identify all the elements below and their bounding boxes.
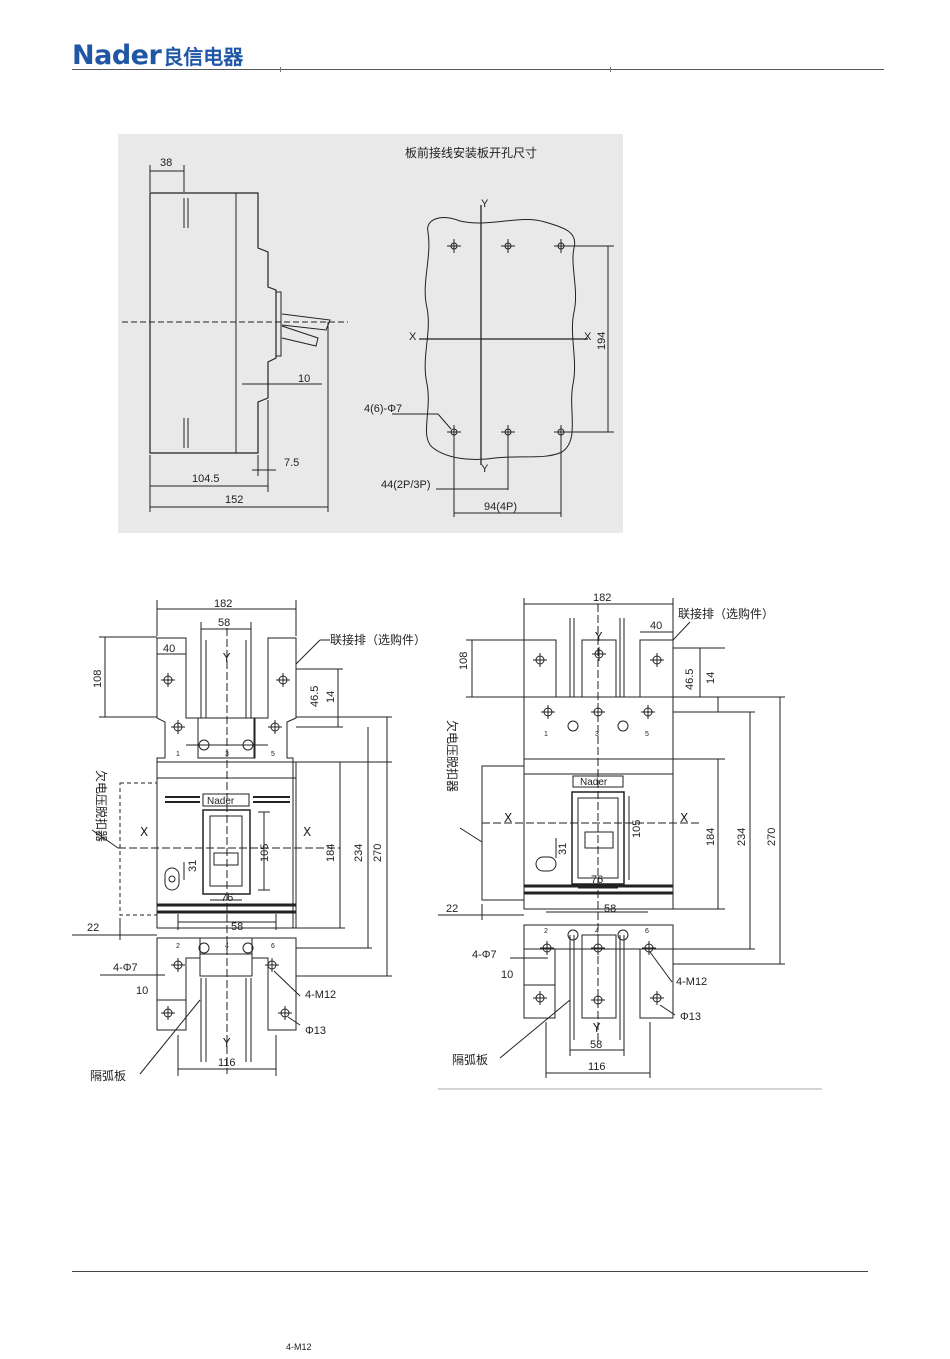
right-axis-x-left: X [504, 811, 512, 825]
right-terminal-6: 6 [645, 928, 649, 935]
right-dim-116: 116 [588, 1061, 606, 1073]
left-dim-58-mid: 58 [231, 921, 243, 933]
right-axis-y-top: Y [594, 630, 603, 644]
left-dim-22: 22 [87, 922, 99, 934]
right-phi13-label: Φ13 [680, 1011, 701, 1023]
left-dim-234: 234 [353, 844, 365, 862]
right-m12-label: 4-M12 [676, 976, 707, 988]
right-terminal-4: 4 [595, 928, 599, 935]
plate-dim-44: 44(2P/3P) [381, 479, 431, 491]
left-terminal-2: 2 [176, 943, 180, 950]
left-axis-x-right: X [303, 825, 311, 839]
right-holes-label: 4-Φ7 [472, 949, 497, 961]
dim-10: 10 [298, 373, 310, 385]
plate-title: 板前接线安装板开孔尺寸 [405, 145, 537, 160]
right-dim-184: 184 [705, 828, 717, 846]
right-dim-31: 31 [557, 843, 569, 855]
dim-7-5: 7.5 [284, 457, 299, 469]
left-dim-270: 270 [372, 844, 384, 862]
right-brand-label: Nader [580, 777, 608, 788]
top-drawing-panel [118, 134, 623, 533]
right-dim-40: 40 [650, 620, 662, 632]
left-dim-58-top: 58 [218, 617, 230, 629]
left-link-bar-label: 联接排（选购件） [330, 632, 426, 647]
right-dim-22: 22 [446, 903, 458, 915]
right-axis-y-bottom: Y [592, 1021, 601, 1035]
left-dim-31: 31 [187, 860, 199, 872]
left-phi13-label: Φ13 [305, 1025, 326, 1037]
right-breaker-drawing [438, 598, 822, 1090]
left-barrier-label: 隔弧板 [90, 1069, 126, 1083]
left-terminal-1: 1 [176, 751, 180, 758]
left-axis-y-top: Y [222, 651, 231, 665]
right-dim-270: 270 [766, 828, 778, 846]
footer-note: 4-M12 [286, 1342, 312, 1352]
plate-dim-94: 94(4P) [484, 501, 517, 513]
mounting-plate-outline [419, 205, 588, 465]
right-terminal-3: 3 [595, 731, 599, 738]
left-dim-76: 76 [221, 892, 233, 904]
left-dim-116: 116 [218, 1057, 236, 1069]
plate-holes-label: 4(6)-Φ7 [364, 403, 402, 415]
left-undervoltage-label: 欠电压脱扣器 [94, 770, 109, 842]
right-dim-108: 108 [458, 652, 470, 670]
left-dim-46-5: 46.5 [309, 686, 321, 707]
header-rule-tick [280, 67, 281, 72]
dim-104-5: 104.5 [192, 473, 220, 485]
right-link-bar-label: 联接排（选购件） [678, 606, 774, 621]
left-terminal-4: 4 [225, 943, 229, 950]
plate-axis-x-right: X [584, 331, 592, 343]
left-dim-182: 182 [214, 598, 232, 610]
right-dim-234: 234 [736, 828, 748, 846]
header-rule [72, 67, 884, 72]
logo-latin: Nader [72, 40, 162, 71]
left-axis-x-left: X [140, 825, 148, 839]
left-dim-105: 105 [259, 844, 271, 862]
left-dim-184: 184 [325, 844, 337, 862]
right-undervoltage-label: 欠电压脱扣器 [445, 720, 460, 792]
right-dim-58-bottom: 58 [590, 1039, 602, 1051]
left-holes-label: 4-Φ7 [113, 962, 138, 974]
left-dim-10: 10 [136, 985, 148, 997]
right-terminal-5: 5 [645, 731, 649, 738]
logo-chinese: 良信电器 [163, 45, 244, 69]
header-rule-tick [610, 67, 611, 72]
left-terminal-6: 6 [271, 943, 275, 950]
plate-axis-x-left: X [409, 331, 417, 343]
footer-rule [72, 1271, 868, 1272]
right-dim-14: 14 [705, 672, 717, 684]
plate-dimensions [392, 245, 614, 517]
left-dim-14: 14 [325, 691, 337, 703]
left-axis-y-bottom: Y [222, 1036, 231, 1050]
left-terminal-3: 3 [225, 751, 229, 758]
left-dim-40: 40 [163, 643, 175, 655]
plate-axis-y-top: Y [481, 198, 489, 210]
right-dim-46-5: 46.5 [684, 669, 696, 690]
right-terminal-1: 1 [544, 731, 548, 738]
left-m12-label: 4-M12 [305, 989, 336, 1001]
right-dim-10: 10 [501, 969, 513, 981]
right-dim-182: 182 [593, 592, 611, 604]
right-dim-105: 105 [631, 820, 643, 838]
left-terminal-5: 5 [271, 751, 275, 758]
right-dim-58-mid: 58 [604, 903, 616, 915]
right-terminal-2: 2 [544, 928, 548, 935]
left-breaker-drawing [72, 600, 392, 1076]
left-brand-label: Nader [207, 796, 235, 807]
side-view-drawing [122, 165, 348, 512]
plate-dim-194: 194 [596, 332, 608, 350]
dim-38: 38 [160, 157, 172, 169]
plate-axis-y-bottom: Y [481, 463, 489, 475]
right-barrier-label: 隔弧板 [452, 1053, 488, 1067]
left-dim-108: 108 [92, 670, 104, 688]
right-dim-76: 76 [591, 874, 603, 886]
right-axis-x-right: X [680, 811, 688, 825]
dim-152: 152 [225, 494, 243, 506]
